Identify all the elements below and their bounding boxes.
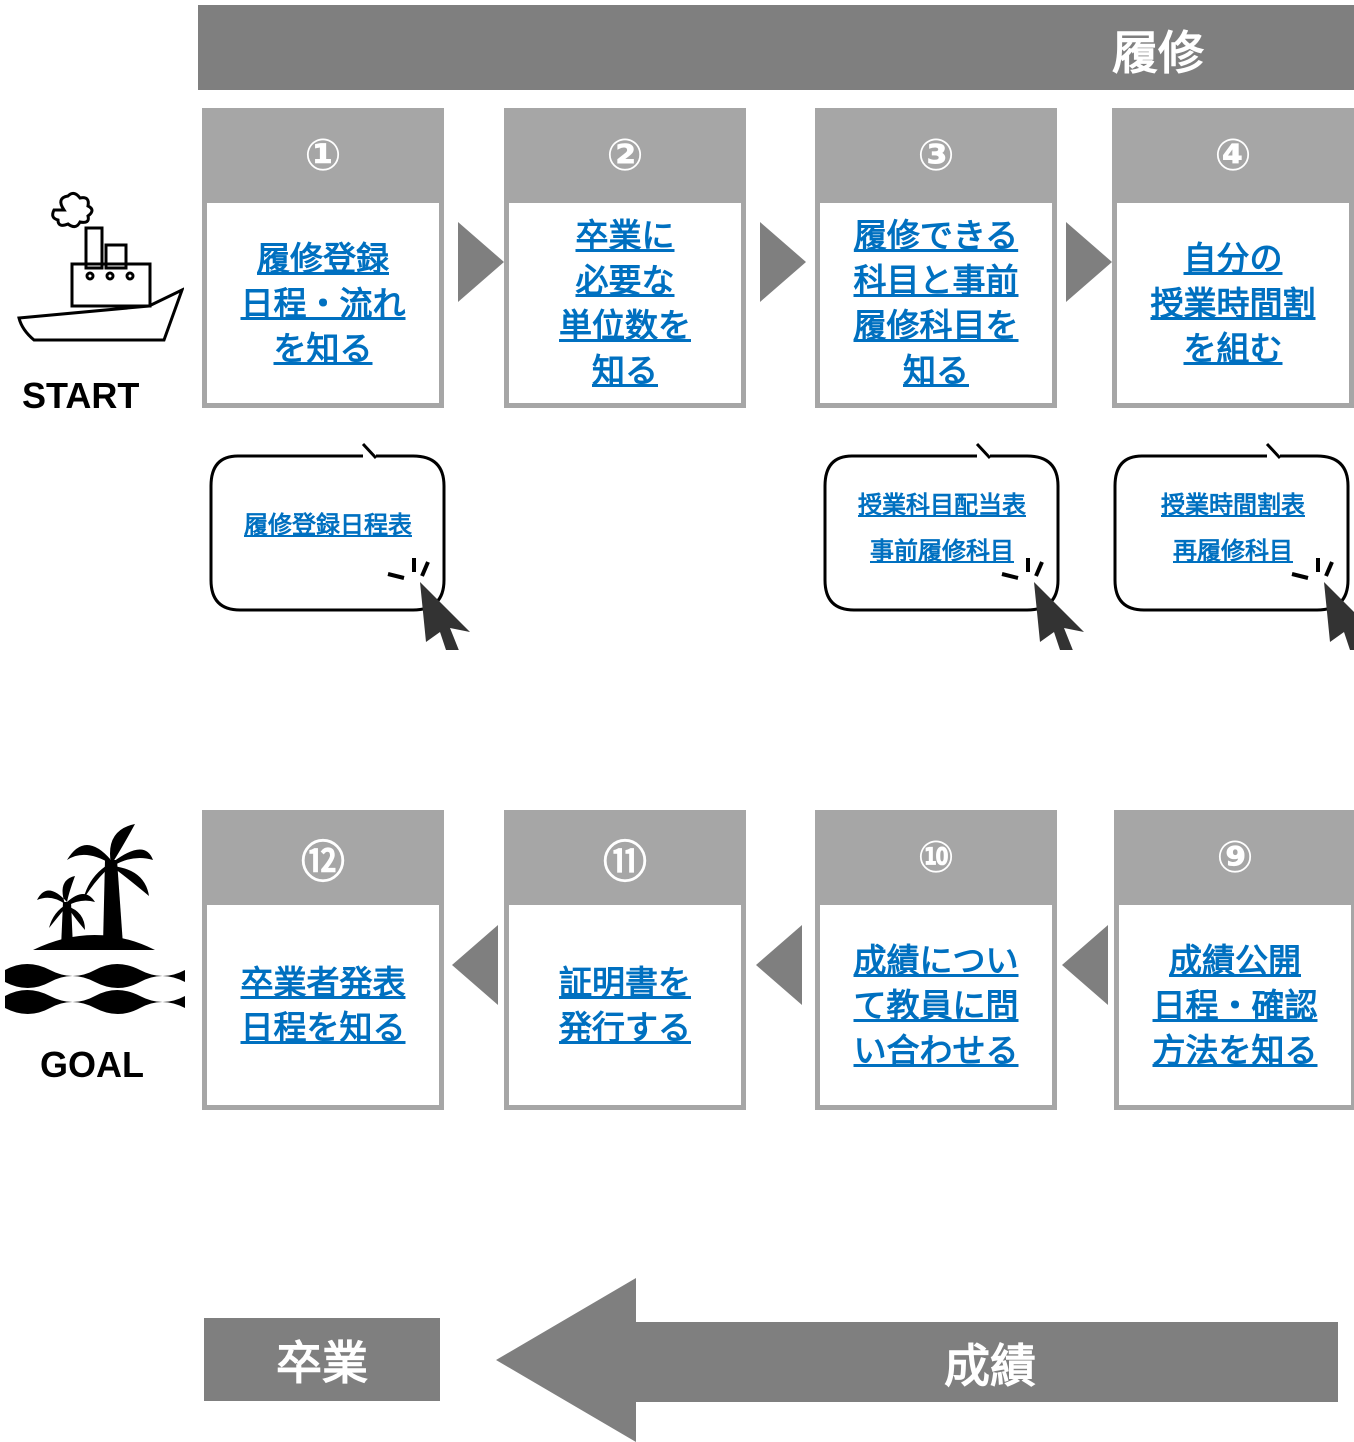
bubble-course-table: 授業科目配当表 事前履修科目 <box>822 440 1084 670</box>
step-12: ⑫ 卒業者発表 日程を知る <box>202 810 444 1110</box>
step-2-link[interactable]: 卒業に 必要な 単位数を 知る <box>559 216 691 390</box>
island-icon <box>5 824 185 1014</box>
step-number: ⑫ <box>301 836 345 888</box>
phase-banner-registration: 履修 <box>198 5 1354 90</box>
bubble-frame-icon <box>823 442 1060 612</box>
flow-arrow-right <box>1066 222 1112 302</box>
cursor-icon <box>1291 558 1354 650</box>
step-1: ① 履修登録 日程・流れ を知る <box>202 108 444 408</box>
bubble-frame-icon <box>1113 442 1350 612</box>
step-3: ③ 履修できる 科目と事前 履修科目を 知る <box>815 108 1057 408</box>
goal-label: GOAL <box>40 1044 144 1085</box>
step-number: ⑩ <box>917 832 955 883</box>
step-4: ④ 自分の 授業時間割 を組む <box>1112 108 1354 408</box>
step-3-link[interactable]: 履修できる 科目と事前 履修科目を 知る <box>853 216 1019 390</box>
step-9: ⑨ 成績公開 日程・確認 方法を知る <box>1114 810 1354 1110</box>
cursor-icon <box>387 558 470 650</box>
grades-label: 成績 <box>944 1339 1036 1393</box>
step-number: ⑨ <box>1216 832 1254 883</box>
bubble-timetable: 授業時間割表 再履修科目 <box>1112 440 1354 670</box>
start-label: START <box>22 375 140 416</box>
bubble-link[interactable]: 授業時間割表 再履修科目 <box>1161 491 1305 565</box>
bubble-schedule: 履修登録日程表 <box>208 440 470 670</box>
grades-arrow-icon <box>496 1278 1338 1442</box>
step-number: ③ <box>917 130 955 181</box>
bubble-link[interactable]: 履修登録日程表 <box>244 511 412 539</box>
step-10-link[interactable]: 成績につい て教員に問 い合わせる <box>853 940 1019 1070</box>
flow-arrow-right <box>458 222 504 302</box>
phase-grades: 成績 <box>640 1323 1340 1403</box>
bubble-link[interactable]: 授業科目配当表 事前履修科目 <box>858 491 1026 565</box>
step-11: ⑪ 証明書を 発行する <box>504 810 746 1110</box>
step-2: ② 卒業に 必要な 単位数を 知る <box>504 108 746 408</box>
flow-arrow-left <box>452 925 498 1005</box>
step-9-link[interactable]: 成績公開 日程・確認 方法を知る <box>1152 940 1318 1070</box>
step-number: ② <box>606 130 644 181</box>
flow-arrow-right <box>760 222 806 302</box>
flow-arrow-left <box>756 925 802 1005</box>
phase-title: 履修 <box>1112 26 1204 80</box>
step-number: ① <box>304 130 342 181</box>
step-11-link[interactable]: 証明書を 発行する <box>559 963 691 1047</box>
cursor-icon <box>1001 558 1084 650</box>
phase-graduation: 卒業 <box>204 1318 440 1401</box>
step-10: ⑩ 成績につい て教員に問 い合わせる <box>815 810 1057 1110</box>
graduation-label: 卒業 <box>276 1335 368 1390</box>
step-number: ④ <box>1214 130 1252 181</box>
bubble-frame-icon <box>209 442 446 612</box>
flow-arrow-left <box>1062 925 1108 1005</box>
ship-icon <box>17 191 184 342</box>
step-1-link[interactable]: 履修登録 日程・流れ を知る <box>240 238 406 368</box>
step-number: ⑪ <box>603 836 647 888</box>
step-4-link[interactable]: 自分の 授業時間割 を組む <box>1150 238 1316 368</box>
step-12-link[interactable]: 卒業者発表 日程を知る <box>240 963 406 1047</box>
